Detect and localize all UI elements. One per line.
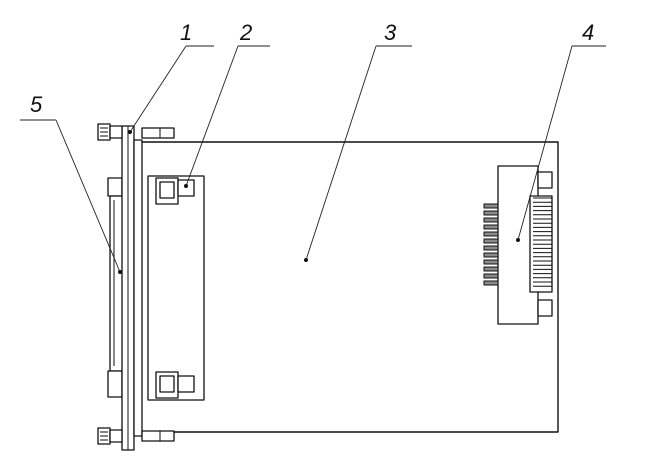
callout-4: 4 xyxy=(582,20,594,45)
callout-2: 2 xyxy=(239,20,252,45)
connector-pin xyxy=(483,266,499,272)
connector-pin xyxy=(483,245,499,251)
top-screw xyxy=(97,123,175,141)
connector-pin xyxy=(483,273,499,279)
leader-4 xyxy=(517,45,573,241)
leader-1 xyxy=(129,45,187,133)
leader-5 xyxy=(55,119,121,273)
connector-pin xyxy=(483,203,499,209)
leader-lines xyxy=(20,45,606,273)
bracket xyxy=(147,175,205,401)
connector-contacts xyxy=(533,197,552,287)
bottom-screw xyxy=(97,427,175,445)
connector-pin xyxy=(483,231,499,237)
connector-pins xyxy=(483,203,499,286)
front-panel xyxy=(121,125,143,451)
connector-pin xyxy=(483,210,499,216)
left-connector xyxy=(107,177,125,398)
connector-pin xyxy=(483,224,499,230)
leader-dots xyxy=(118,130,520,274)
callout-5: 5 xyxy=(30,92,43,117)
connector-pin xyxy=(483,217,499,223)
leader-3 xyxy=(305,45,377,261)
edge-connector xyxy=(483,165,553,325)
connector-pin xyxy=(483,252,499,258)
connector-pin xyxy=(483,259,499,265)
callout-3: 3 xyxy=(384,20,397,45)
connector-pin xyxy=(483,238,499,244)
leader-2 xyxy=(185,45,239,187)
connector-pin xyxy=(483,280,499,286)
callout-1: 1 xyxy=(180,20,192,45)
